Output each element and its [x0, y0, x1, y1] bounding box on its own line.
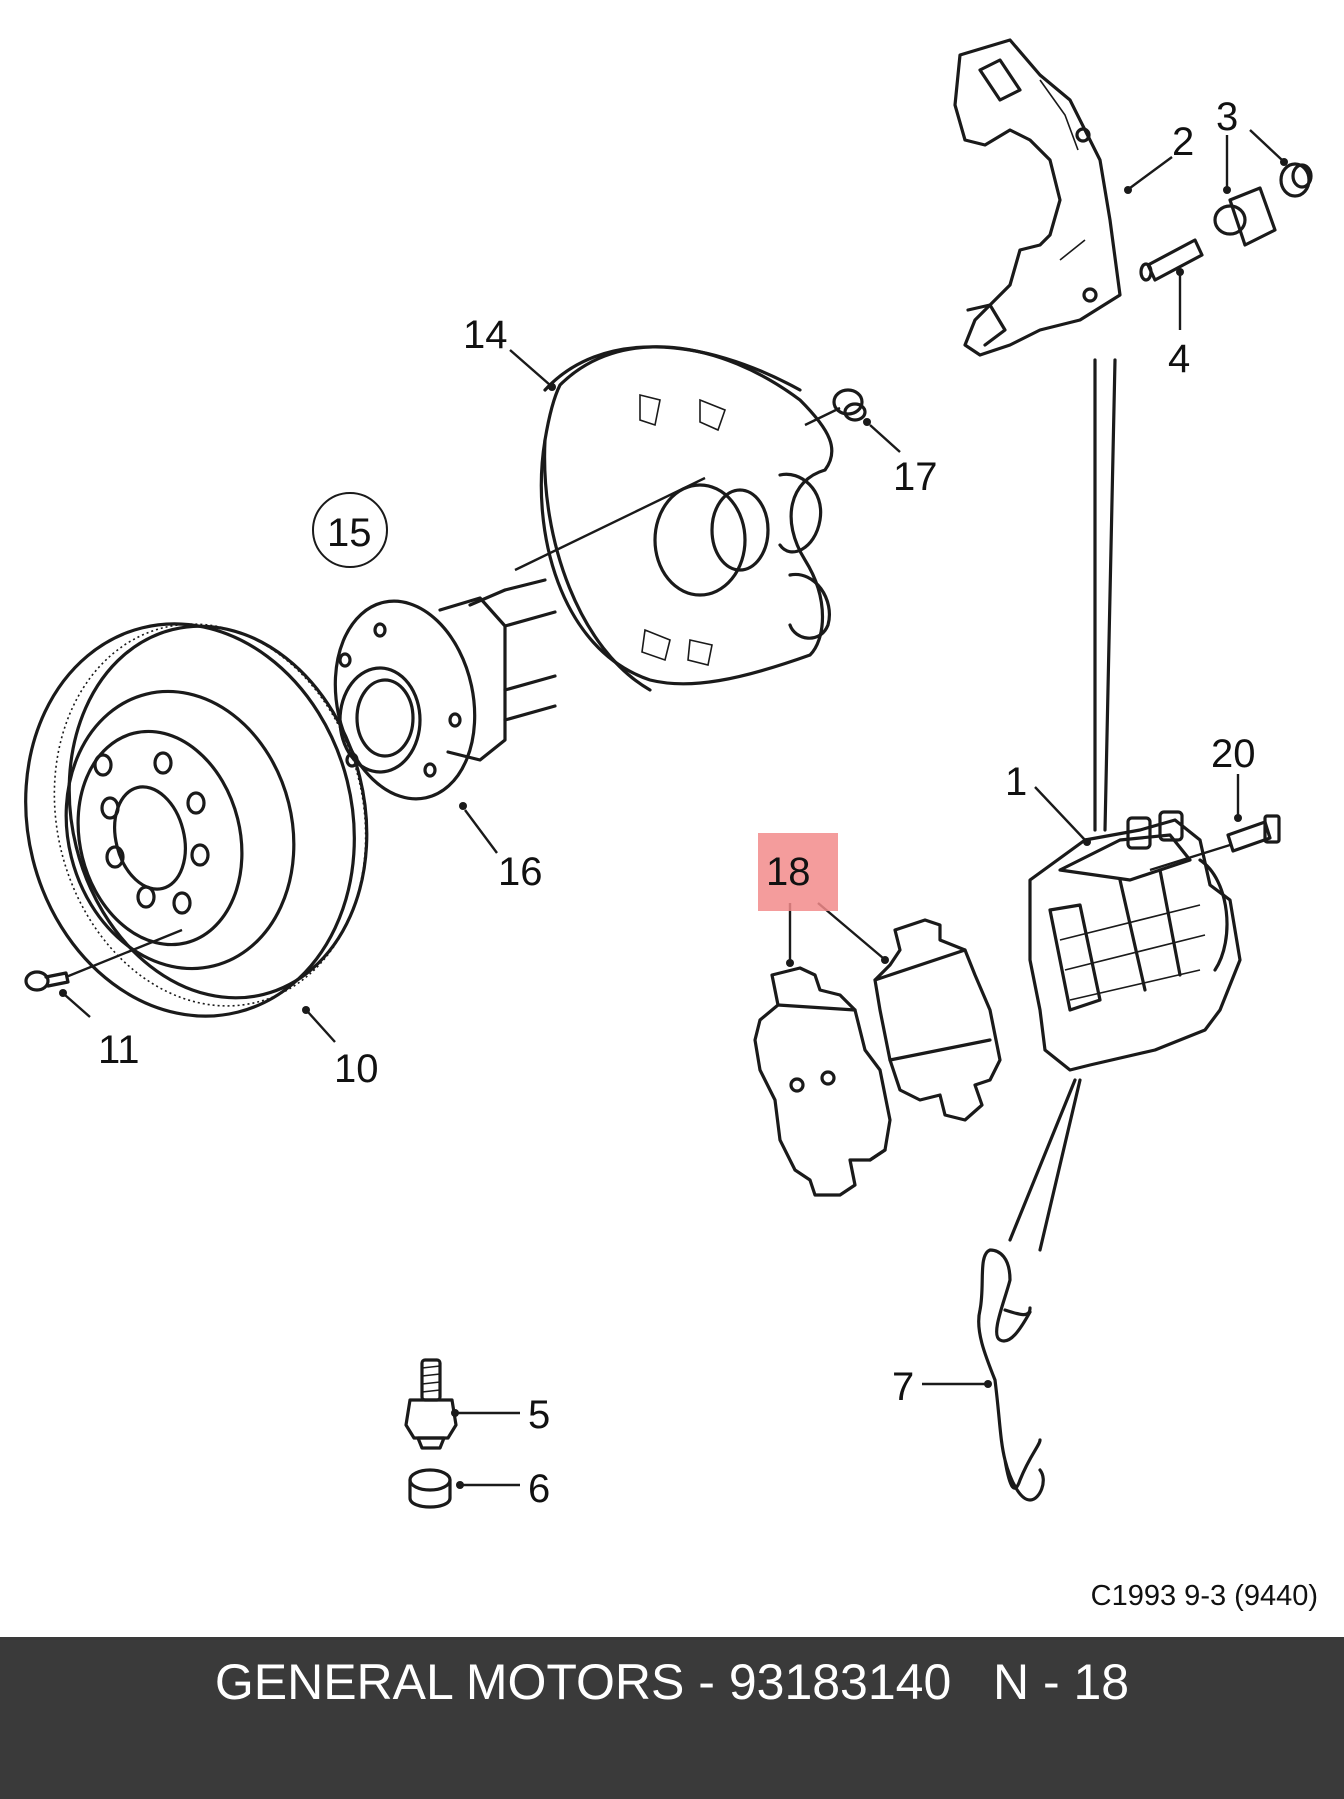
- wear-indicator-spring: [977, 1248, 1045, 1502]
- wheel-hub: [333, 476, 706, 801]
- part-title: GENERAL MOTORS - 93183140 N - 18: [214, 1654, 1130, 1710]
- label-11: 11: [98, 1028, 140, 1072]
- label-15: 15: [327, 511, 372, 555]
- circle-marker: [312, 492, 388, 568]
- exploded-brake-diagram: 1 2 3 4 5 6 7 10 11 14 15 16 17 18 20 C1…: [24, 38, 1318, 1612]
- brake-disc: [24, 622, 369, 1018]
- label-6: 6: [528, 1467, 550, 1511]
- dust-shield: [539, 345, 841, 692]
- label-14: 14: [463, 313, 508, 357]
- hub-nut: [408, 1468, 452, 1509]
- highlight-box: [758, 833, 838, 911]
- label-3: 3: [1216, 95, 1238, 139]
- label-10: 10: [334, 1047, 379, 1091]
- caliper-bracket: [953, 38, 1122, 832]
- label-2: 2: [1172, 120, 1194, 164]
- label-5: 5: [528, 1393, 550, 1437]
- diagram-code: C1993 9-3 (9440): [1091, 1580, 1318, 1612]
- disc-screw: [24, 928, 183, 992]
- brake-caliper: [1008, 810, 1242, 1252]
- brake-pad-set: [753, 918, 1002, 1197]
- callout-leaders: [59, 129, 1288, 1489]
- label-18: 18: [766, 850, 811, 894]
- guide-pin: [1139, 238, 1204, 282]
- label-1: 1: [1005, 760, 1027, 804]
- label-4: 4: [1168, 337, 1190, 381]
- guide-sleeve: [1213, 162, 1313, 247]
- label-20: 20: [1211, 732, 1256, 776]
- label-17: 17: [893, 455, 938, 499]
- caliper-bolt: [1226, 814, 1281, 853]
- wheel-stud: [404, 1358, 458, 1450]
- bush: [832, 388, 867, 422]
- label-7: 7: [892, 1365, 914, 1409]
- label-16: 16: [498, 850, 543, 894]
- footer-bar: GENERAL MOTORS - 93183140 N - 18: [0, 1637, 1344, 1799]
- callout-labels: 1 2 3 4 5 6 7 10 11 14 15 16 17 18 20 C1…: [98, 95, 1318, 1612]
